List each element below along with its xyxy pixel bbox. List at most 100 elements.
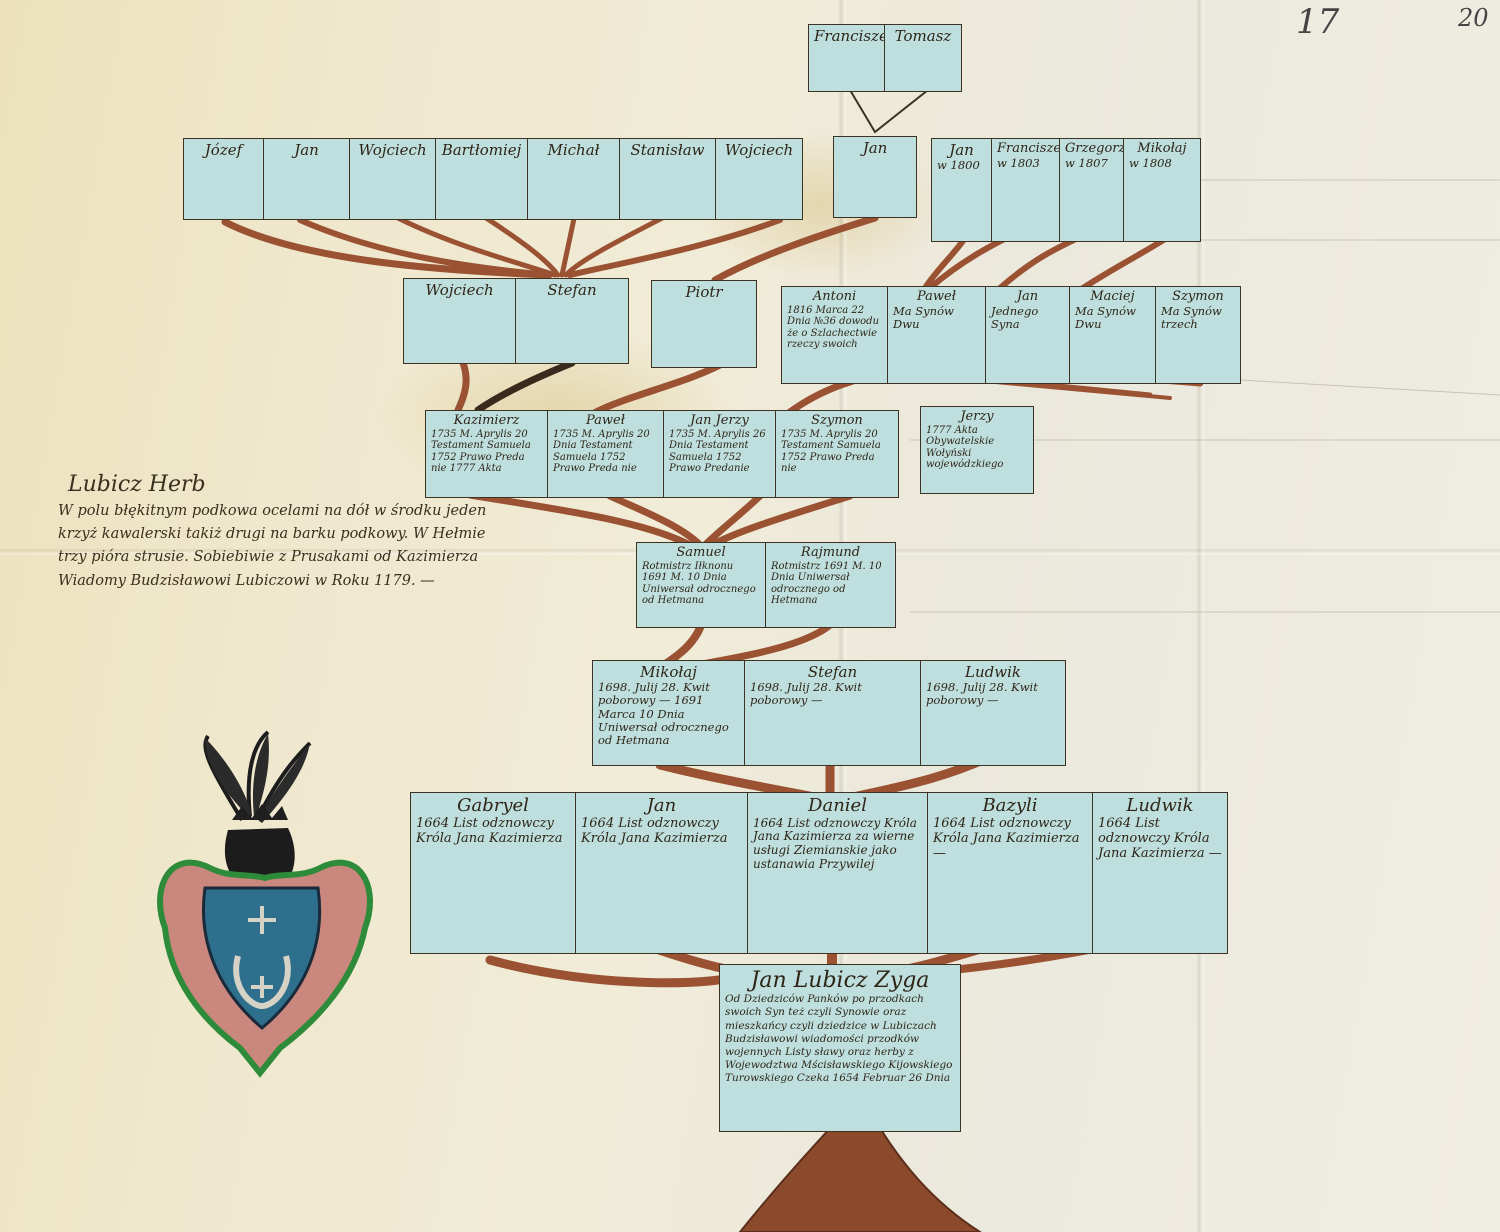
- person-name: Ludwik: [965, 663, 1021, 681]
- person-cell: Jan: [834, 137, 916, 217]
- person-cell: Franciszekw 1803: [992, 139, 1060, 241]
- person-note: w 1800: [937, 158, 980, 173]
- person-name: Ludwik: [1126, 795, 1194, 816]
- person-note: 1698. Julij 28. Kwit poborowy —: [750, 680, 862, 708]
- person-cell: Stanisław: [620, 139, 716, 219]
- person-cell: Jan: [264, 139, 350, 219]
- person-note: 1735 M. Aprylis 20 Dnia Testament Samuel…: [553, 428, 650, 475]
- person-name: Kazimierz: [453, 413, 520, 428]
- person-note: w 1803: [997, 155, 1040, 170]
- person-name: Wojciech: [425, 281, 494, 299]
- person-name: Jan: [646, 795, 677, 816]
- person-name: Jan Jerzy: [690, 413, 749, 428]
- person-name: Rajmund: [800, 545, 861, 560]
- person-note: Ma Synów Dwu: [1075, 303, 1136, 332]
- person-name: Michał: [547, 141, 600, 159]
- box-generation-row2-left: Wojciech Stefan: [403, 278, 629, 364]
- person-name: Bartłomiej: [441, 141, 522, 159]
- person-note: Ma Synów trzech: [1161, 303, 1222, 332]
- person-name: Wojciech: [724, 141, 794, 159]
- person-note: 1664 List odznowczy Króla Jana Kazimierz…: [933, 815, 1080, 861]
- person-name: Daniel: [808, 795, 867, 816]
- person-name: Grzegorz: [1065, 141, 1124, 156]
- person-note: Rotmistrz Iłknonu 1691 M. 10 Dnia Uniwer…: [642, 560, 756, 607]
- person-cell: Wojciech: [404, 279, 516, 363]
- person-note: 1735 M. Aprylis 20 Testament Samuela 175…: [781, 428, 881, 475]
- person-name: Jan: [862, 139, 888, 157]
- person-name: Józef: [204, 141, 243, 159]
- person-name: Piotr: [685, 283, 723, 301]
- person-note: 1777 Akta Obywatelskie Wołyński wojewódz…: [926, 424, 1004, 471]
- box-generation-row1-left: Józef Jan Wojciech Bartłomiej Michał Sta…: [183, 138, 803, 220]
- folio-mark: 17: [1296, 2, 1340, 42]
- person-cell: Józef: [184, 139, 264, 219]
- person-name: Jan Lubicz Zyga: [750, 968, 930, 993]
- person-name: Jan: [949, 141, 974, 159]
- person-name: Jan: [1016, 289, 1039, 304]
- person-name: Wojciech: [358, 141, 427, 159]
- person-note: w 1807: [1065, 155, 1108, 170]
- person-note: 1664 List odznowczy Króla Jana Kazimierz…: [581, 815, 728, 846]
- person-cell: Wojciech: [716, 139, 802, 219]
- herb-description: W polu błękitnym podkowa ocelami na dół …: [58, 503, 487, 589]
- person-note: 1664 List odznowczy Króla Jana Kazimierz…: [753, 815, 917, 872]
- person-note: 1816 Marca 22 Dnia №36 dowodu że o Szlac…: [787, 304, 880, 351]
- person-name: Mikołaj: [640, 663, 697, 681]
- box-piotr: Piotr: [651, 280, 757, 368]
- person-note: Jednego Syna: [991, 303, 1039, 332]
- person-name: Franciszek: [997, 141, 1059, 156]
- person-name: Antoni: [812, 289, 857, 304]
- person-name: Stefan: [547, 281, 597, 299]
- person-name: Szymon: [811, 413, 863, 428]
- person-cell: Michał: [528, 139, 620, 219]
- person-name: Stefan: [807, 663, 858, 681]
- person-note: Od Dziedziców Panków po przodkach swoich…: [725, 993, 953, 1085]
- person-name: Gabryel: [457, 795, 529, 816]
- person-note: 1698. Julij 28. Kwit poborowy — 1691 Mar…: [598, 680, 729, 748]
- person-name: Franciszek: [814, 27, 884, 45]
- box-jan-parent: Jan: [833, 136, 917, 218]
- person-note: 1735 M. Aprylis 20 Testament Samuela 175…: [431, 428, 531, 475]
- person-name: Szymon: [1172, 289, 1224, 304]
- person-note: 1664 List odznowczy Króla Jana Kazimierz…: [1098, 815, 1222, 861]
- person-cell: Wojciech: [350, 139, 436, 219]
- person-cell: Piotr: [652, 281, 756, 367]
- person-note: 1735 M. Aprylis 26 Dnia Testament Samuel…: [669, 428, 766, 475]
- coat-of-arms-lubicz-icon: [157, 730, 373, 1078]
- person-cell: Tomasz: [885, 25, 961, 91]
- folio-number: 20: [1458, 4, 1489, 32]
- person-name: Samuel: [676, 545, 726, 560]
- person-name: Stanisław: [630, 141, 705, 159]
- person-note: 1698. Julij 28. Kwit poborowy —: [926, 680, 1038, 708]
- person-note: 1664 List odznowczy Króla Jana Kazimierz…: [416, 815, 563, 846]
- box-franciszek-tomasz: Franciszek Tomasz: [808, 24, 962, 92]
- person-name: Jerzy: [960, 409, 994, 424]
